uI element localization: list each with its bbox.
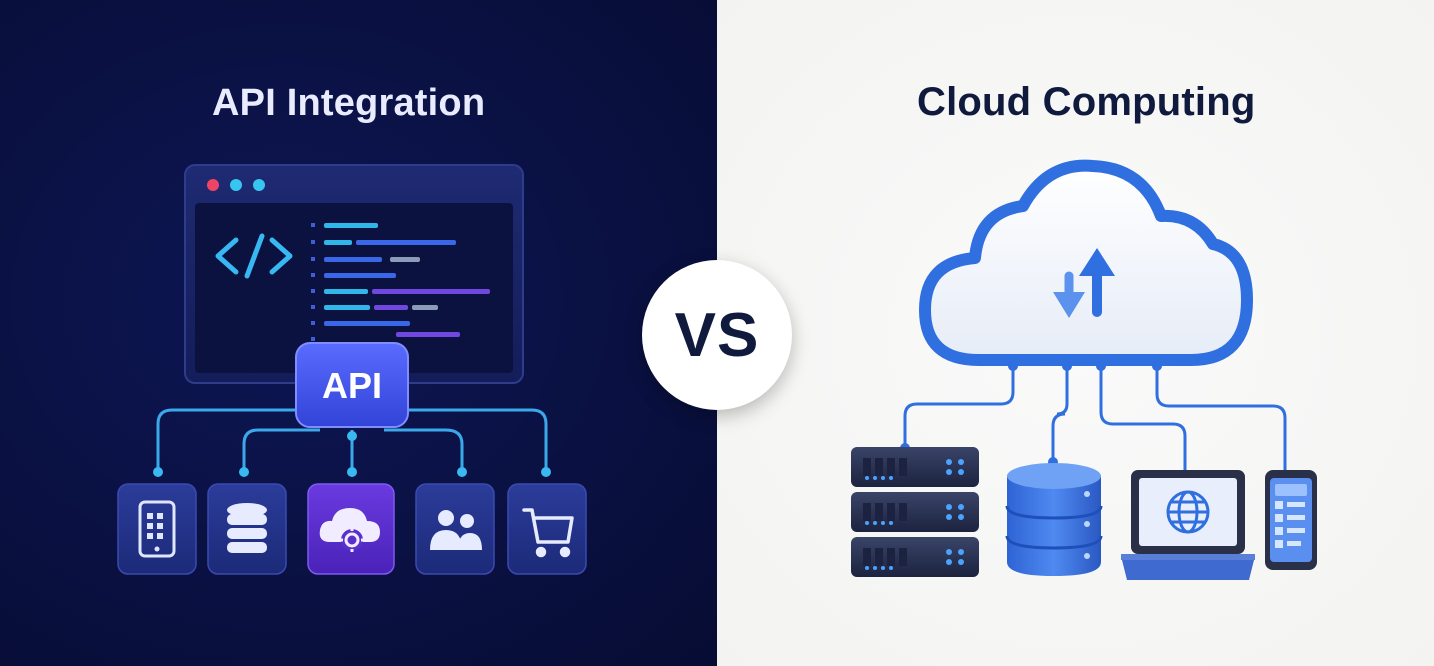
api-hub-label: API <box>322 365 382 406</box>
window-dot-cyan <box>230 179 242 191</box>
api-connectors <box>156 408 548 470</box>
api-integration-title: API Integration <box>212 82 486 124</box>
tile-users <box>415 483 495 575</box>
api-hub: API <box>295 342 409 428</box>
shopping-cart-icon <box>522 508 574 558</box>
smartphone-icon <box>138 500 176 558</box>
cloud-computing-title: Cloud Computing <box>917 80 1256 124</box>
cloud-icon <box>919 159 1253 366</box>
cloud-connectors <box>903 362 1287 470</box>
code-window <box>184 164 524 384</box>
tile-database <box>207 483 287 575</box>
globe-icon <box>1166 490 1210 534</box>
window-dot-red <box>207 179 219 191</box>
tile-shopping-cart <box>507 483 587 575</box>
smartphone-icon <box>1265 470 1317 570</box>
database-icon <box>227 503 267 553</box>
window-dot-blue <box>253 179 265 191</box>
database-icon <box>1005 463 1103 576</box>
code-lines <box>311 223 490 341</box>
tile-smartphone <box>117 483 197 575</box>
server-rack-icon <box>851 447 979 577</box>
tile-cloud-gear <box>307 483 395 575</box>
code-brackets-icon <box>215 233 293 279</box>
sync-arrows-icon <box>1053 248 1115 318</box>
api-diagram: API <box>117 164 587 575</box>
users-icon <box>430 510 482 550</box>
api-integration-panel: API Integration <box>0 0 717 666</box>
laptop-globe-icon <box>1121 470 1255 580</box>
cloud-computing-panel: Cloud Computing <box>717 0 1434 666</box>
cloud-gear-icon <box>319 508 380 552</box>
vs-badge: VS <box>642 260 792 410</box>
cloud-diagram <box>851 159 1317 580</box>
